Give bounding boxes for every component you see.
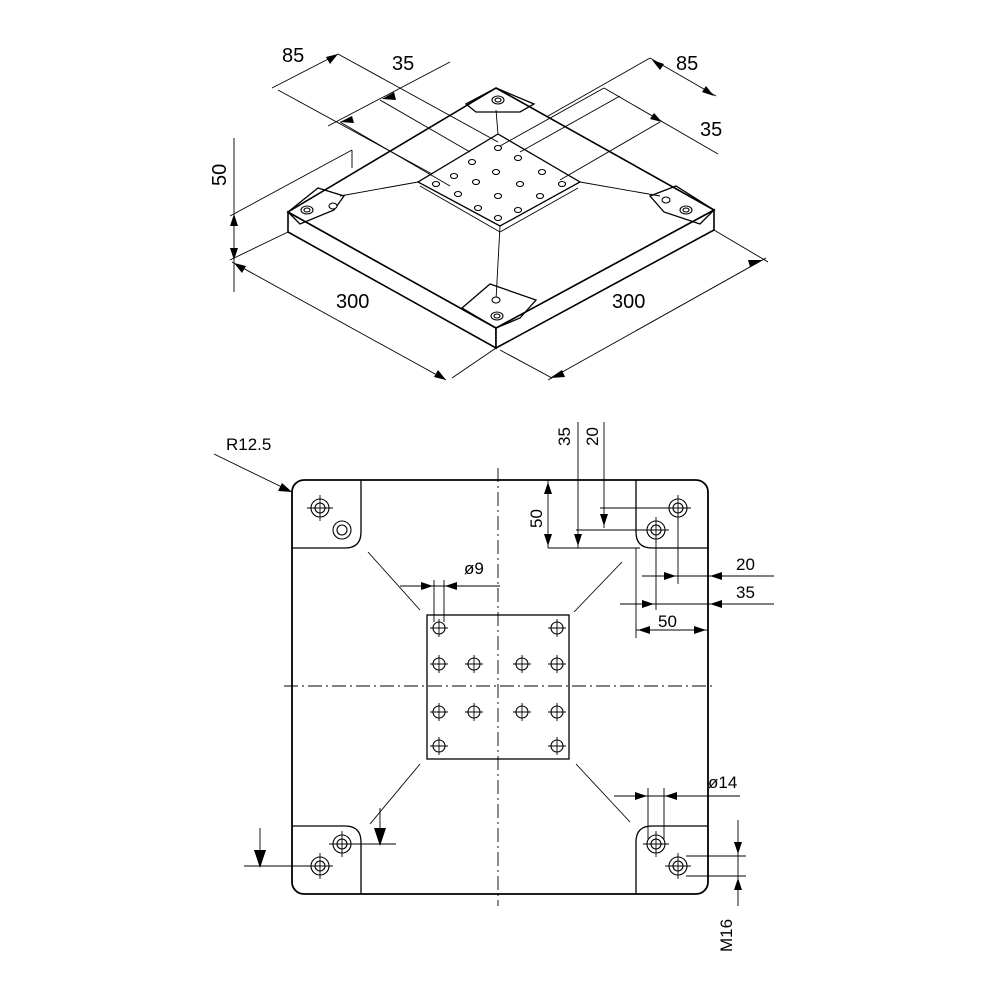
bottom-left-markers bbox=[244, 808, 396, 868]
iso-dim-right-offsets: 85 35 bbox=[499, 53, 722, 181]
top-plate-outline bbox=[291, 479, 709, 895]
dim-large-hole-diameter: ø14 bbox=[614, 773, 740, 840]
iso-dim-width-right-label: 300 bbox=[612, 291, 645, 313]
isometric-view: 50 300 300 bbox=[209, 45, 769, 381]
iso-dim-height-label: 50 bbox=[209, 164, 231, 186]
iso-corner-pad-left bbox=[287, 187, 346, 225]
iso-dim-width-left: 300 bbox=[231, 261, 497, 381]
dim-50-vertical-label: 50 bbox=[527, 509, 546, 528]
dim-50-horizontal-label: 50 bbox=[658, 612, 677, 631]
top-corner-pad-br bbox=[635, 825, 708, 894]
iso-centre-holes bbox=[431, 144, 567, 222]
dim-small-hole-diameter: ø9 bbox=[400, 559, 500, 622]
top-view: R12.5 35 20 50 bbox=[213, 422, 774, 952]
dim-thread: M16 bbox=[686, 820, 746, 952]
dim-35-horizontal-label: 35 bbox=[736, 583, 755, 602]
dim-top-right-horizontal: 20 35 50 bbox=[620, 518, 774, 638]
top-corner-pad-tl bbox=[292, 480, 362, 549]
iso-corner-pad-bottom bbox=[460, 283, 538, 329]
dim-35-vertical-label: 35 bbox=[555, 427, 574, 446]
top-corner-pad-tr bbox=[635, 480, 708, 549]
dim-corner-radius-label: R12.5 bbox=[226, 435, 271, 454]
dim-large-hole-diameter-label: ø14 bbox=[708, 773, 737, 792]
iso-corner-pad-top bbox=[464, 87, 536, 113]
top-corner-pad-bl bbox=[292, 825, 362, 894]
dim-thread-label: M16 bbox=[717, 919, 736, 952]
dim-corner-radius: R12.5 bbox=[213, 435, 292, 492]
iso-corner-pad-right bbox=[648, 185, 716, 225]
top-centre-block bbox=[426, 614, 570, 760]
top-centre-holes bbox=[430, 619, 566, 755]
iso-dim-height: 50 bbox=[209, 138, 353, 292]
dim-small-hole-diameter-label: ø9 bbox=[464, 559, 484, 578]
iso-dim-85-left-label: 85 bbox=[282, 45, 304, 67]
dim-top-right-vertical: 35 20 50 bbox=[527, 422, 678, 549]
iso-dim-35-right-label: 35 bbox=[700, 119, 722, 141]
iso-dim-left-offsets: 85 35 bbox=[271, 45, 499, 187]
iso-dim-85-right-label: 85 bbox=[676, 53, 698, 75]
dim-20-horizontal-label: 20 bbox=[736, 555, 755, 574]
iso-dim-width-right: 300 bbox=[499, 229, 769, 381]
dim-20-vertical-label: 20 bbox=[583, 427, 602, 446]
iso-dim-35-left-label: 35 bbox=[392, 53, 414, 75]
iso-dim-width-left-label: 300 bbox=[336, 291, 369, 313]
top-corner-holes bbox=[307, 495, 691, 879]
